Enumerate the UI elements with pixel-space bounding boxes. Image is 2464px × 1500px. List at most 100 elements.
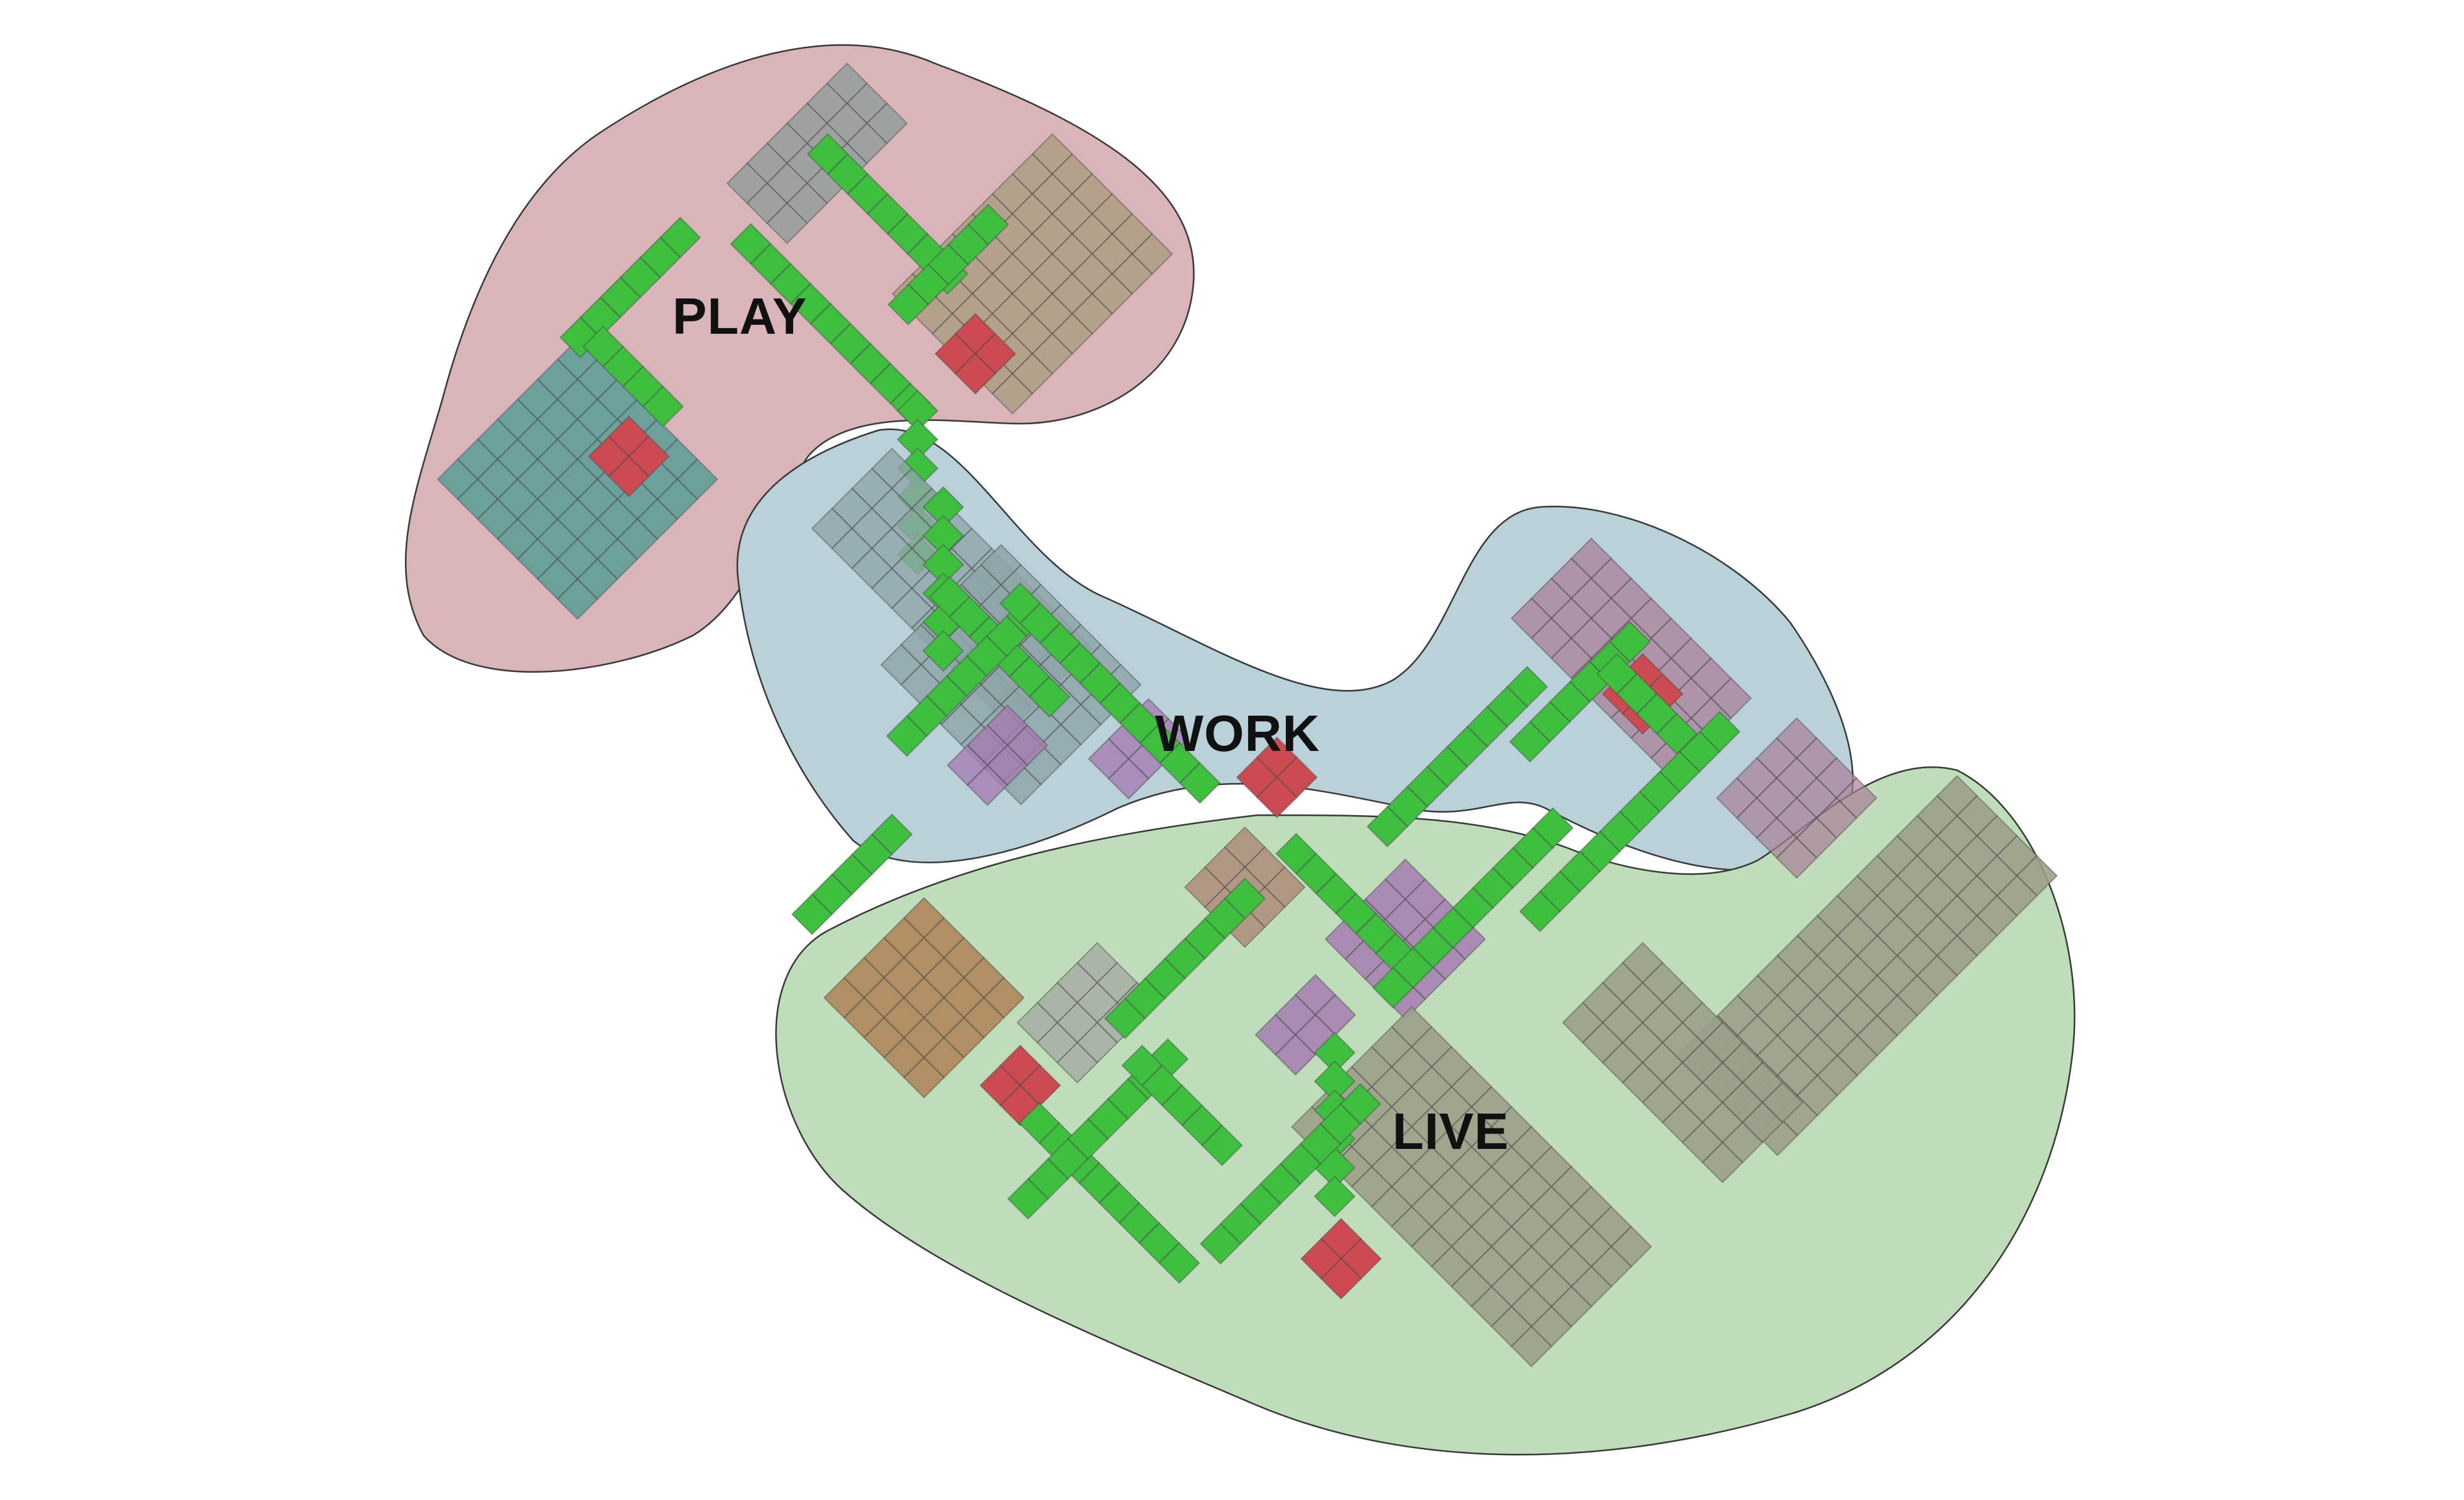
live-olive-tile (1450, 1265, 1493, 1308)
live-olive-tile (1681, 1121, 1724, 1164)
live-brown-tile (883, 956, 925, 999)
work-purple-tile (966, 764, 1009, 806)
play-grey-tile (746, 182, 789, 225)
play-path-tile (896, 418, 939, 461)
live-path-tile (1639, 770, 1681, 813)
live-olive-tile (1641, 1001, 1684, 1044)
play-path-tile (896, 390, 939, 432)
live-path-tile (1313, 1175, 1356, 1218)
live-olive-tile (1681, 1001, 1724, 1044)
work-grey-tile (851, 507, 893, 549)
work-grey-tile (891, 507, 933, 549)
play-grey-tile (766, 122, 809, 164)
live-olive-tile (1602, 1001, 1644, 1044)
live-path-tile (811, 873, 853, 915)
play-tan-tile (1051, 193, 1093, 235)
play-teal-tile (556, 578, 599, 620)
play-grey-tile (846, 122, 888, 164)
play-teal-tile (576, 398, 619, 440)
play-teal-tile (536, 558, 579, 600)
live-path-tile (1335, 892, 1377, 935)
live-olive-tile (1610, 1225, 1652, 1268)
play-path-tile (599, 276, 642, 318)
live-node-tile (1320, 1257, 1362, 1300)
play-tan-tile (1011, 352, 1054, 395)
live-path-tile (1199, 1223, 1242, 1265)
live-path-tile (1087, 1098, 1129, 1140)
work-path-tile (922, 515, 964, 557)
live-path-tile (1104, 997, 1146, 1040)
work-grey-tile (811, 507, 853, 549)
play-grey-tile (766, 202, 809, 245)
live-olive-tile (1570, 1225, 1613, 1268)
work-mauve-tile (1550, 597, 1593, 639)
live-path-tile (791, 893, 834, 936)
live-purple-tile (1274, 1033, 1317, 1076)
play-tan-tile (1011, 193, 1054, 235)
live-path-tile (1313, 1060, 1356, 1103)
play-tan-tile (1091, 193, 1133, 235)
live-olive-tile (1701, 1141, 1744, 1184)
play-tan-tile (991, 372, 1034, 415)
play-tan-tile (1111, 253, 1154, 295)
work-path-tile (1549, 680, 1591, 723)
work-path-tile (1446, 725, 1489, 768)
live-olive-tile (1916, 834, 1958, 877)
work-path-tile (886, 715, 928, 757)
live-olive-tile (1796, 994, 1838, 1037)
live-olive-tile (1876, 834, 1919, 877)
live-path-tile (1372, 967, 1414, 1009)
live-brown-tile (963, 956, 1005, 999)
work-grey-tile (1059, 703, 1102, 746)
work-mauve-tile (1590, 597, 1632, 639)
live-path-tile (1158, 1242, 1201, 1284)
live-brown-tile (843, 956, 886, 999)
work-path-tile (1029, 676, 1071, 718)
play-path-tile (642, 385, 684, 427)
live-brown-tile (823, 976, 866, 1019)
work-path-tile (1509, 721, 1551, 763)
work-mauve-tile (1716, 777, 1758, 819)
live-olive-tile (1491, 1225, 1533, 1268)
play-path-tile (887, 283, 930, 326)
work-node-tile (1256, 776, 1298, 818)
play-path-tile (907, 263, 950, 306)
live-brown-tile (923, 956, 965, 999)
live-olive-tile (1510, 1325, 1553, 1368)
live-sage-tile (1056, 1042, 1099, 1084)
work-path-tile (1366, 806, 1408, 848)
live-olive-tile (1410, 1065, 1453, 1108)
live-path-tile (1201, 1124, 1244, 1167)
live-path-tile (1164, 937, 1206, 979)
live-path-tile (1519, 890, 1561, 933)
live-sage-tile (1056, 1001, 1099, 1044)
play-path-tile (866, 193, 909, 235)
live-olive-tile (1996, 834, 2038, 877)
work-mauve-tile (1510, 597, 1553, 639)
live-olive-tile (1530, 1225, 1573, 1268)
live-olive-tile (1450, 1065, 1493, 1108)
work-path-tile (1059, 642, 1101, 684)
zone-label-live: LIVE (1392, 1103, 1509, 1160)
live-olive-tile (1716, 994, 1759, 1037)
play-teal-tile (576, 558, 619, 600)
work-mauve-tile (1835, 777, 1878, 819)
live-olive-tile (1371, 1065, 1413, 1108)
zone-label-work: WORK (1155, 705, 1320, 762)
work-mauve-tile (1630, 597, 1672, 639)
play-node-tile (608, 455, 650, 497)
live-olive-tile (1876, 994, 1919, 1037)
work-mauve-tile (1775, 837, 1818, 879)
play-teal-tile (536, 398, 579, 440)
live-sage-tile (1016, 1001, 1059, 1044)
play-teal-tile (476, 498, 519, 540)
work-mauve-tile (1756, 777, 1798, 819)
live-olive-tile (1450, 1225, 1493, 1268)
live-path-tile (1007, 1178, 1049, 1220)
work-path-tile (922, 544, 964, 586)
work-path-tile (1179, 762, 1221, 804)
live-olive-tile (1562, 1001, 1604, 1044)
work-path-tile (946, 655, 988, 697)
